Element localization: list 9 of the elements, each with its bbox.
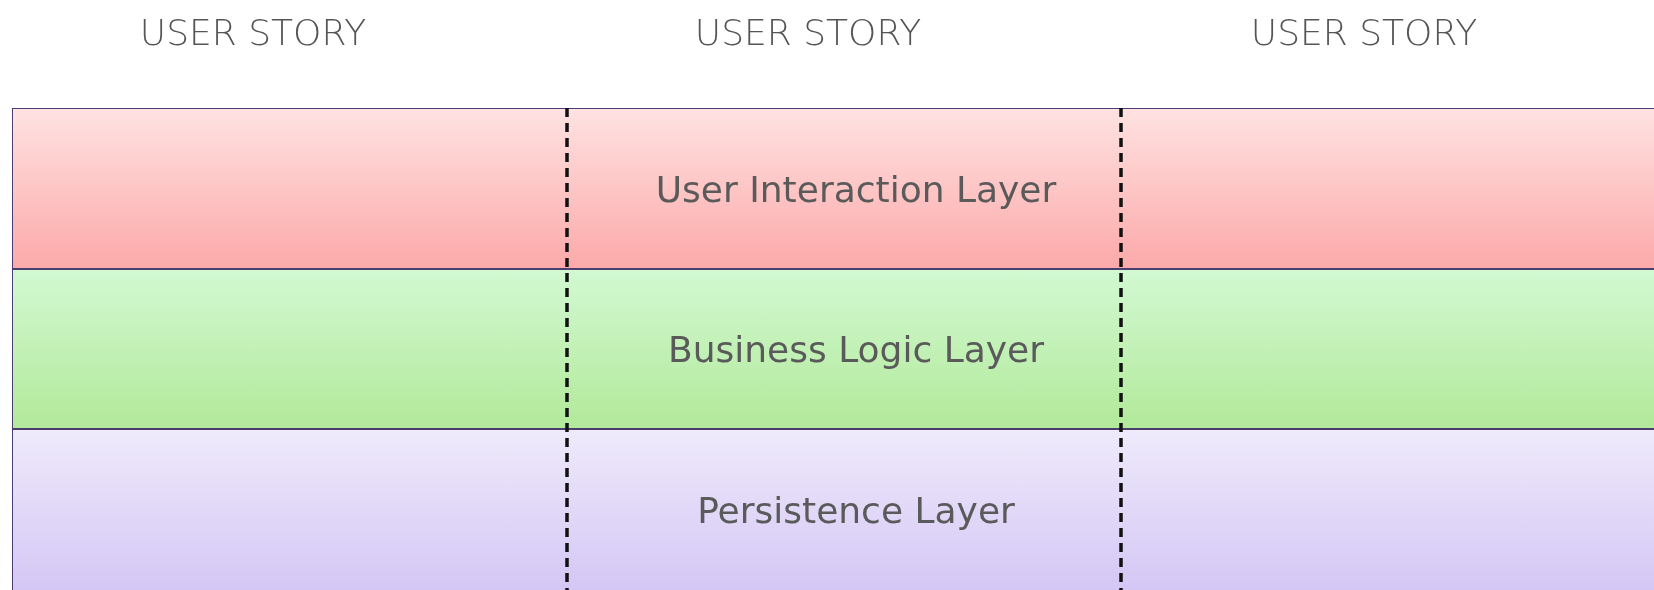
layer-label: Business Logic Layer xyxy=(666,328,1046,370)
column-heading: USER STORY xyxy=(1250,12,1478,53)
layer-band xyxy=(12,269,1654,429)
layer-band xyxy=(12,108,1654,269)
column-heading: USER STORY xyxy=(694,12,922,53)
column-heading: USER STORY xyxy=(139,12,367,53)
layer-band xyxy=(12,429,1654,590)
layer-label: User Interaction Layer xyxy=(654,168,1058,209)
layer-label: Persistence Layer xyxy=(696,489,1016,531)
